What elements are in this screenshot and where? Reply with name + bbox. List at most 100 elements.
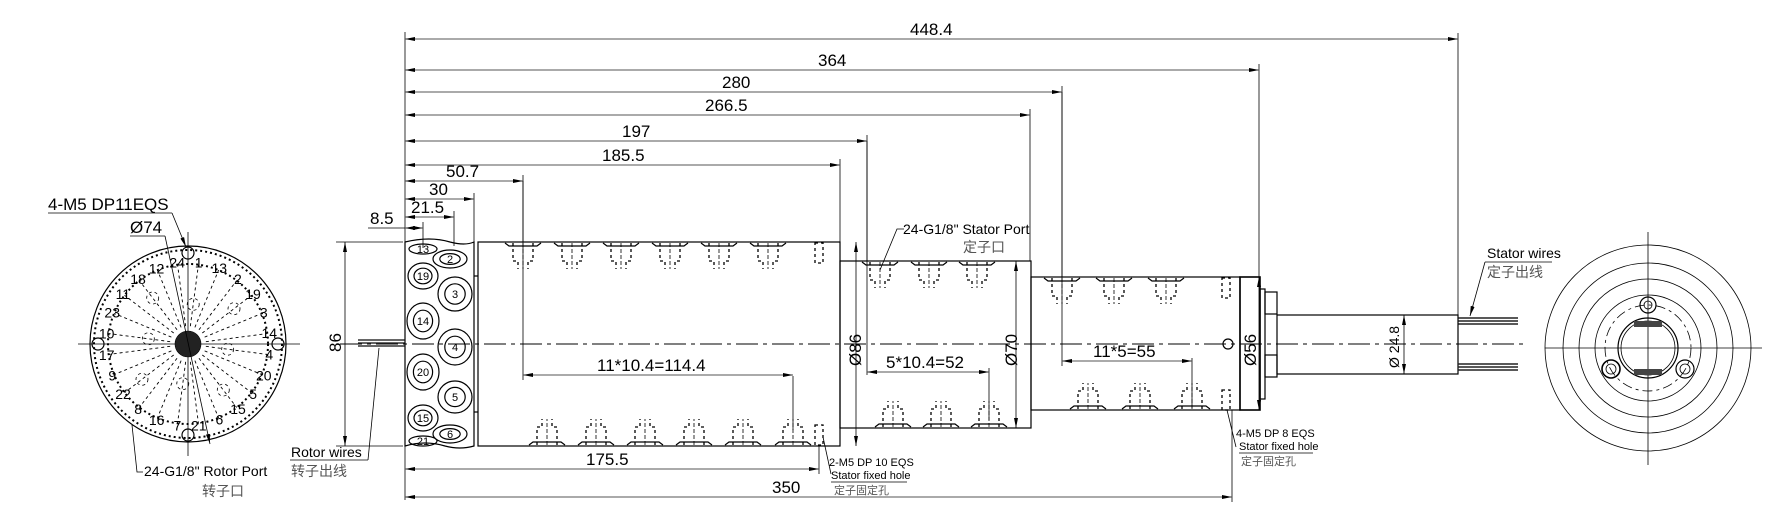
fix2-spec: 4-M5 DP 8 EQS (1236, 428, 1315, 440)
stator-body (477, 241, 1278, 447)
stator-port (874, 401, 912, 428)
stator-port (922, 401, 960, 428)
axial-hole (135, 372, 149, 386)
center-hole (1222, 338, 1234, 350)
port-number: 21 (191, 417, 207, 433)
port-bore (882, 401, 904, 427)
shaft-diameter-label: Ø 24.8 (1386, 326, 1402, 368)
outer-circle (89, 245, 287, 443)
screw-left (1601, 359, 1621, 379)
radial-passage (124, 354, 174, 394)
port-spotface (774, 441, 812, 446)
output-shaft: Ø 24.8 Stator wires 定子出线 (1276, 245, 1561, 375)
inner-ring (107, 263, 269, 425)
axial-hole (227, 302, 241, 316)
radial-passage (177, 361, 187, 424)
d70-label: Ø70 (1002, 334, 1021, 366)
rotor-port-inner (413, 409, 433, 427)
center-bore-ring (174, 330, 202, 358)
dim-d185_5: 185.5 (405, 146, 841, 242)
radial-passage (177, 264, 187, 327)
fix2-label-cn: 定子固定孔 (1241, 454, 1296, 468)
rotor-port (407, 404, 439, 432)
stator-port (1069, 383, 1107, 410)
rotor-port-number: 14 (417, 316, 429, 328)
port-number: 20 (256, 367, 272, 383)
dim-total: 448.4 (405, 20, 1459, 344)
port-bore (1103, 278, 1125, 304)
rotor-port (437, 328, 473, 366)
rotor-port-number: 20 (417, 367, 429, 379)
stator-port (861, 261, 899, 288)
radial-passage (113, 350, 172, 376)
dim-label: 280 (722, 73, 750, 92)
hole-note-leader (171, 212, 187, 248)
rotor-head-outline (404, 238, 475, 449)
port-number: 19 (245, 286, 261, 302)
port-spotface (1147, 277, 1185, 282)
port-number: 10 (99, 325, 115, 341)
port-spotface (749, 242, 787, 247)
flat-top (1634, 321, 1662, 327)
right-end-view (1544, 232, 1762, 465)
stator-wires-label-cn: 定子出线 (1487, 265, 1543, 281)
radial-passage (138, 358, 178, 408)
port-number: 14 (261, 325, 277, 341)
port-bore (918, 262, 940, 288)
rotor-port-inner (412, 309, 434, 333)
dim-label: 21.5 (411, 198, 444, 217)
port-spotface (602, 242, 640, 247)
radial-passage (108, 345, 171, 355)
port-spotface (970, 423, 1008, 428)
stator-port (602, 242, 640, 269)
dim-d8_5: 8.5 (368, 209, 424, 248)
boss-bottom (1264, 354, 1278, 378)
axial-hole (146, 291, 160, 305)
radial-passage (202, 294, 252, 334)
axial-hole (216, 383, 230, 397)
port-number: 24 (169, 255, 185, 271)
port-number: 7 (173, 417, 181, 433)
port-number: 4 (265, 347, 273, 363)
port-bore (610, 243, 632, 269)
rotor-port-leader (131, 424, 143, 473)
rotor-port (432, 249, 468, 269)
bolt-circle (1604, 304, 1692, 392)
radial-passage (189, 264, 199, 327)
height-86-label: 86 (326, 333, 345, 352)
radial-passage (198, 358, 238, 408)
radial-passage (156, 269, 182, 328)
rotor-port-number: 3 (452, 289, 458, 301)
port-number: 2 (234, 271, 242, 287)
port-bore (683, 419, 705, 445)
port-bore (536, 419, 558, 445)
axial-hole (141, 332, 155, 346)
fix1-spec: 2-M5 DP 10 EQS (829, 457, 914, 469)
radial-passage (204, 350, 263, 376)
fix2-label: Stator fixed hole (1239, 441, 1319, 453)
fix-hole (814, 424, 824, 446)
radial-passage (189, 361, 199, 424)
dim-label: 448.4 (910, 20, 953, 39)
port-bore (634, 419, 656, 445)
port-bore (930, 401, 952, 427)
rotor-port (406, 302, 440, 340)
pitch-3-label: 11*5=55 (1093, 342, 1156, 361)
stator-port-note: 24-G1/8" Stator Port (903, 221, 1029, 237)
port-bore (512, 243, 534, 269)
dim-d30: 30 (405, 180, 475, 242)
dim-label: 30 (429, 180, 448, 199)
dim-label: 266.5 (705, 96, 748, 115)
dim-d364: 364 (405, 51, 1260, 277)
d86-label: Ø86 (846, 334, 865, 366)
stator-port (958, 261, 996, 288)
radial-passage (113, 312, 172, 338)
axial-hole (221, 342, 235, 356)
screw-left-head (1605, 363, 1617, 375)
axial-hole (186, 297, 200, 311)
fix-hole (1221, 389, 1231, 411)
rotor-port-inner (444, 283, 466, 305)
radial-passage (202, 354, 252, 394)
